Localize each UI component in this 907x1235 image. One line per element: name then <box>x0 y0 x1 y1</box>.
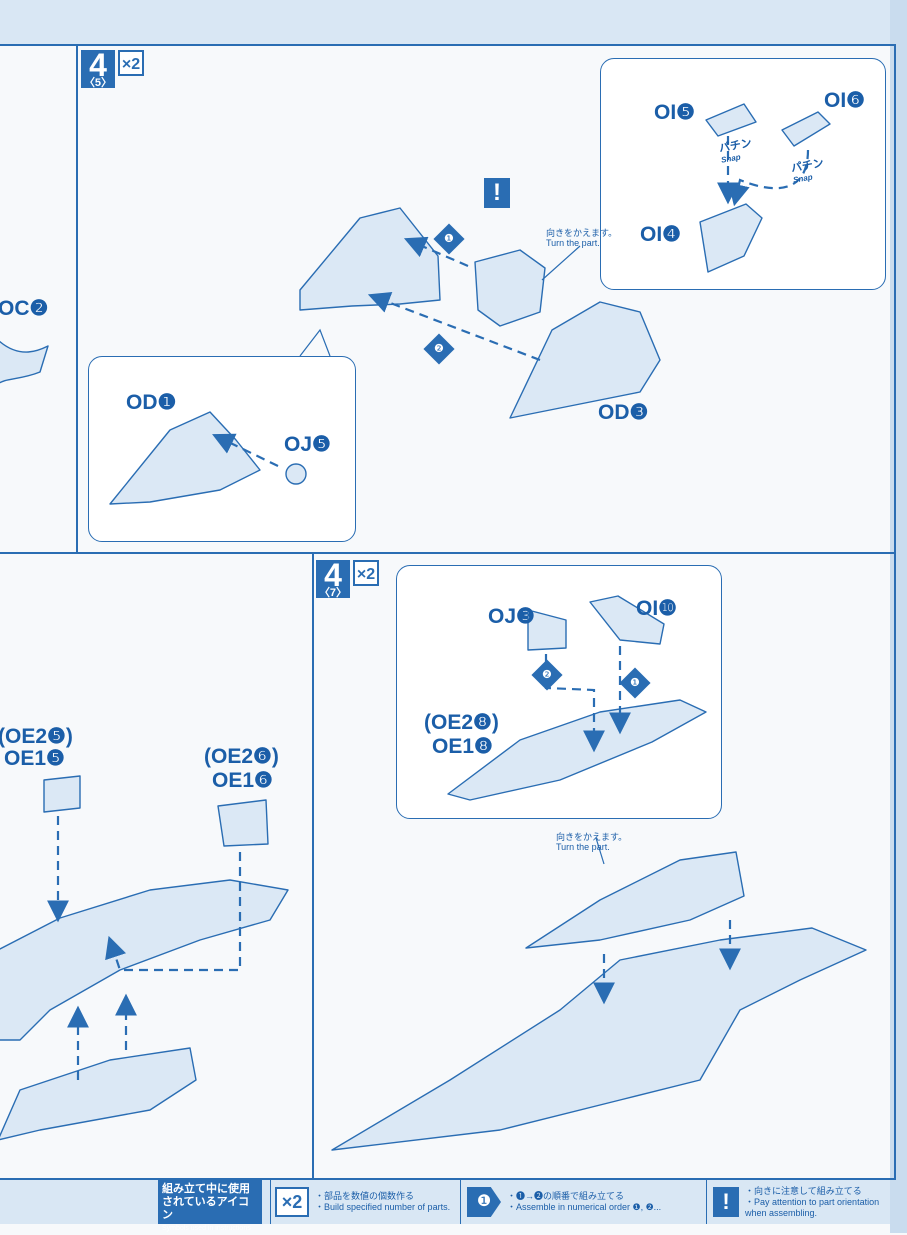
legend-title-en: Symbols used in instructions <box>162 1225 251 1232</box>
oi5-part <box>705 103 757 137</box>
order-arrow-icon: ❶ <box>467 1187 501 1217</box>
panel-step-7 <box>312 552 896 1180</box>
top-band <box>0 0 890 44</box>
legend-multiplier-text: ・部品を数値の個数作る ・Build specified number of p… <box>315 1191 450 1213</box>
label-oi5: OI❺ <box>654 101 695 124</box>
label-oe1-8: OE1❽ <box>432 735 493 758</box>
multiplier-badge: ×2 <box>118 50 144 76</box>
legend-warn-en2: when assembling. <box>745 1207 818 1218</box>
step-sub: 〈7〉 <box>318 587 348 599</box>
od1-part <box>299 207 441 311</box>
label-od3: OD❸ <box>598 401 649 424</box>
oe1-5-part <box>43 775 81 813</box>
label-oj3: OJ❸ <box>488 605 535 628</box>
oe1-6-part <box>217 799 269 847</box>
turn-note-en: Turn the part. <box>556 842 610 852</box>
multiplier-icon: ×2 <box>275 1187 309 1217</box>
legend-warn-en1: ・Pay attention to part orientation <box>745 1196 880 1207</box>
legend-multiplier: ×2 ・部品を数値の個数作る ・Build specified number o… <box>270 1180 459 1224</box>
legend-warn-jp: ・向きに注意して組み立てる <box>745 1185 862 1196</box>
oe1-8-part <box>447 699 707 801</box>
multiplier-badge: ×2 <box>353 560 379 586</box>
turn-note-en: Turn the part. <box>546 238 600 248</box>
label-oe1-6: OE1❻ <box>212 769 273 792</box>
label-oj5: OJ❺ <box>284 433 331 456</box>
wing-part-left <box>0 879 289 1041</box>
main-wing-part <box>331 927 867 1151</box>
label-oi6: OI❻ <box>824 89 865 112</box>
legend-order-en: ・Assemble in numerical order ❶, ❷... <box>507 1202 662 1212</box>
label-oe1-5: OE1❺ <box>4 747 65 770</box>
legend-warning: ! ・向きに注意して組み立てる ・Pay attention to part o… <box>706 1180 891 1224</box>
step-badge-5: 4 〈5〉 ×2 <box>81 47 144 89</box>
label-oi10: OI❿ <box>636 597 677 620</box>
oj5-detail-part <box>285 463 307 485</box>
oi10-part <box>589 595 665 645</box>
legend-mult-en: ・Build specified number of parts. <box>315 1202 451 1212</box>
oi4-part <box>699 203 763 273</box>
legend-title: 組み立て中に使用されているアイコン Symbols used in instru… <box>158 1180 262 1232</box>
legend-title-jp: 組み立て中に使用されているアイコン <box>162 1183 250 1221</box>
legend-warning-text: ・向きに注意して組み立てる ・Pay attention to part ori… <box>745 1186 879 1219</box>
turn-note-jp: 向きをかえます。 <box>546 228 618 238</box>
oj3-part <box>527 609 567 651</box>
oc2-part <box>0 340 49 384</box>
seq-2-step5: ❷ <box>434 343 444 355</box>
oi6-part <box>781 111 831 147</box>
label-oi4: OI❹ <box>640 223 681 246</box>
label-oe2-5: (OE2❺) <box>0 725 73 748</box>
od3-part <box>509 301 661 419</box>
icon-legend <box>0 1180 890 1224</box>
legend-order-jp: ・❶→❷の順番で組み立てる <box>507 1191 625 1201</box>
warning-icon: ! <box>484 178 510 208</box>
turn-note-jp: 向きをかえます。 <box>556 832 628 842</box>
lower-block-left <box>0 1047 197 1141</box>
label-od1: OD❶ <box>126 391 177 414</box>
turn-note-step5: 向きをかえます。 Turn the part. <box>546 228 617 248</box>
step-number-text: 4 <box>89 47 107 83</box>
step-sub: 〈5〉 <box>83 77 113 89</box>
legend-order: ❶ ・❶→❷の順番で組み立てる ・Assemble in numerical o… <box>460 1180 705 1224</box>
step-number: 4 〈7〉 <box>316 557 350 599</box>
seq-2-step7: ❷ <box>542 669 552 681</box>
legend-order-text: ・❶→❷の順番で組み立てる ・Assemble in numerical ord… <box>507 1191 661 1213</box>
label-oe2-8: (OE2❽) <box>424 711 499 734</box>
turn-note-step7: 向きをかえます。 Turn the part. <box>556 832 627 852</box>
od1-detail-part <box>109 411 261 505</box>
step-number-text: 4 <box>324 557 342 593</box>
warning-legend-icon: ! <box>713 1187 739 1217</box>
label-oc2: OC❷ <box>0 297 49 320</box>
upper-wing-part <box>525 851 745 949</box>
seq-1-step5: ❶ <box>444 233 454 245</box>
label-oe2-6: (OE2❻) <box>204 745 279 768</box>
seq-1-step7: ❶ <box>630 677 640 689</box>
legend-mult-jp: ・部品を数値の個数作る <box>315 1191 415 1201</box>
step-number: 4 〈5〉 <box>81 47 115 89</box>
step-badge-7: 4 〈7〉 ×2 <box>316 557 379 599</box>
oj5-block <box>474 249 546 327</box>
